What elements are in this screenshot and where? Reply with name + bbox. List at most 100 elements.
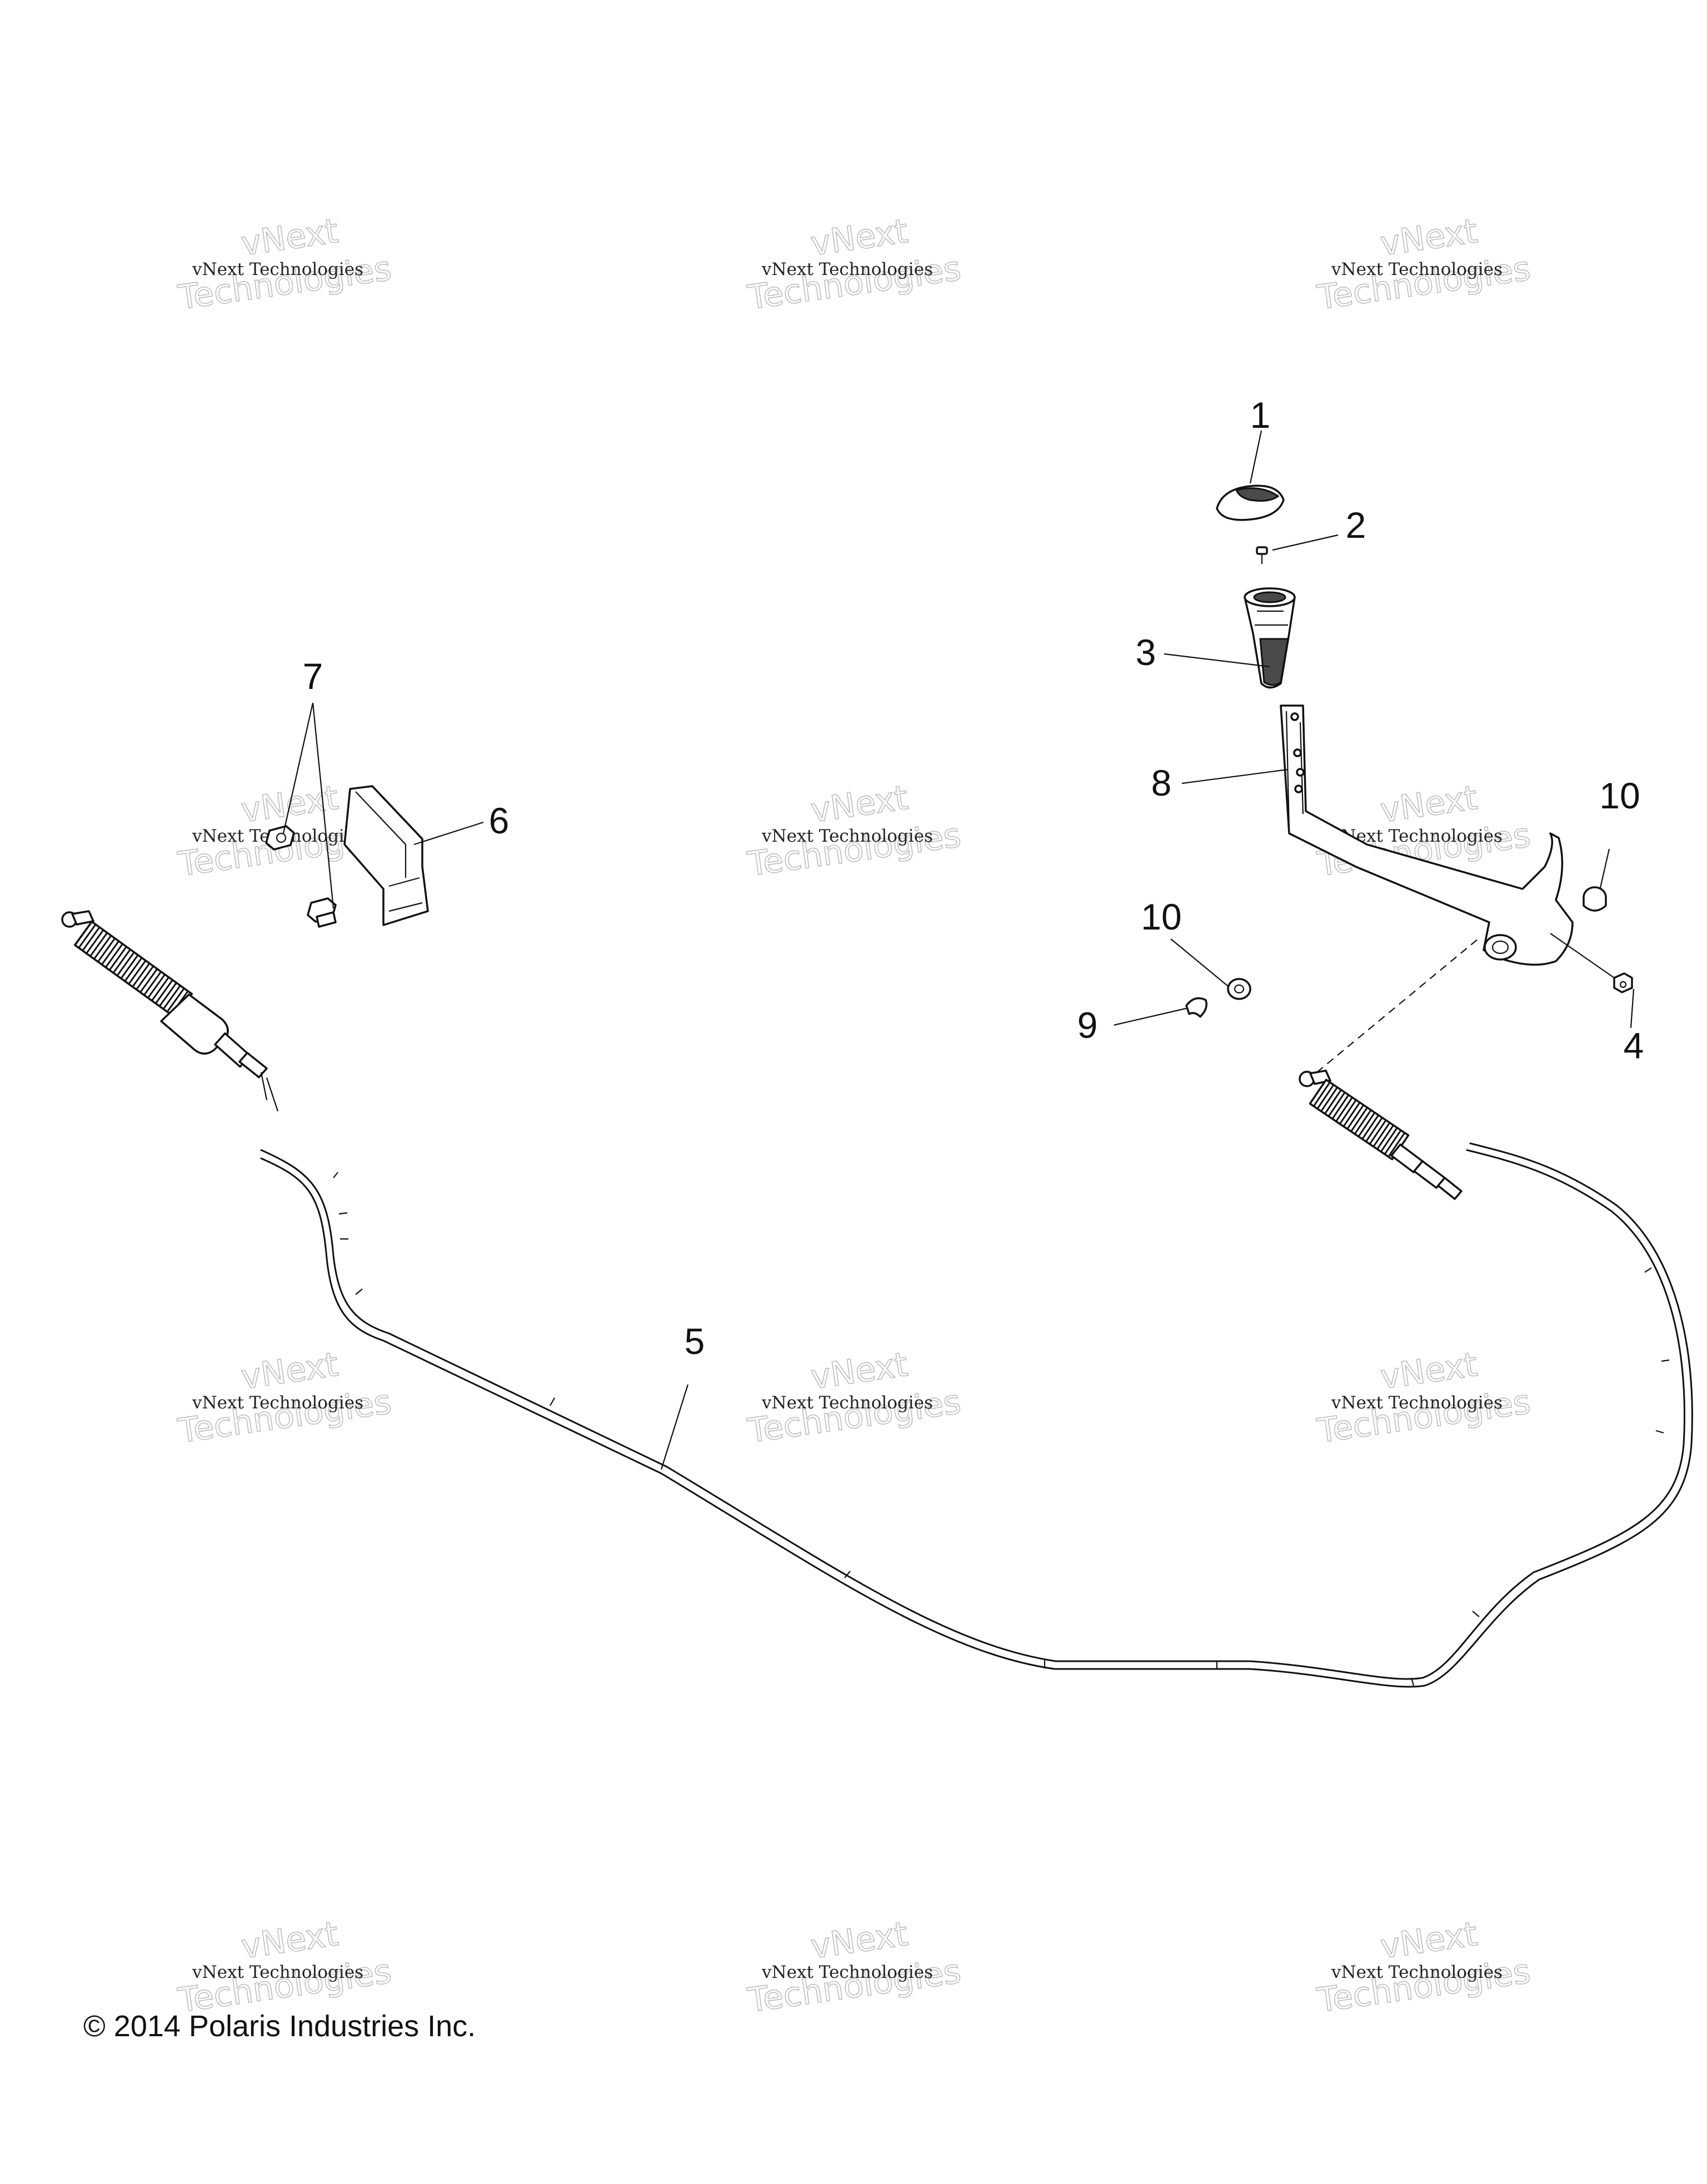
callout-6: 6 <box>489 800 510 841</box>
bushing-part-10-left <box>1227 978 1251 1000</box>
cable-boot-ring <box>139 968 158 993</box>
clip-part-9 <box>1185 997 1207 1018</box>
cable-boot-ring <box>1320 1086 1339 1112</box>
cable-boot-ring <box>1312 1081 1331 1107</box>
screw-part-2 <box>1256 546 1268 564</box>
cable-boot-ring <box>104 943 124 968</box>
bracket-part-6 <box>343 785 429 926</box>
cable-right-end <box>1299 1069 1463 1200</box>
cable-boot-ring <box>108 946 128 971</box>
cable-boot-ring <box>1346 1104 1365 1130</box>
watermark-small-line: vNext Technologies <box>1331 259 1503 279</box>
bushing-part-10-right <box>1583 886 1607 912</box>
cable-boot-ring <box>162 984 181 1010</box>
cable-boot-ring <box>1354 1109 1372 1135</box>
callout-10-right: 10 <box>1599 775 1640 816</box>
callout-1: 1 <box>1250 394 1271 436</box>
shift-cable-part-5 <box>61 910 1693 1688</box>
cable-boot-ring <box>86 929 104 954</box>
watermark-big-line-1: vNext <box>808 1915 910 1967</box>
cable-boot-ring <box>1339 1099 1357 1125</box>
watermark-big-line-1: vNext <box>1378 212 1480 264</box>
watermark-small-line: vNext Technologies <box>192 1962 363 1982</box>
cable-boot-ring <box>1376 1124 1395 1150</box>
cable-boot-ring <box>1384 1129 1402 1155</box>
cable-boot-ring <box>147 973 166 999</box>
cable-boot-ring <box>97 937 116 963</box>
callout-4: 4 <box>1624 1025 1644 1066</box>
watermark-big-line-1: vNext <box>239 1915 341 1967</box>
alignment-line-nut <box>1550 933 1615 978</box>
cable-boot-ring <box>132 962 151 988</box>
watermark-small-line: vNext Technologies <box>192 259 363 279</box>
cable-boot-ring <box>158 982 178 1007</box>
bolt-part-7-a <box>265 825 295 851</box>
cable-boot-ring <box>74 921 93 946</box>
watermark-small-line: vNext Technologies <box>761 826 933 846</box>
watermark-small-line: vNext Technologies <box>192 1393 363 1413</box>
watermark-small-line: vNext Technologies <box>1331 1962 1503 1982</box>
cable-boot-ring <box>1324 1089 1342 1115</box>
watermark-big-line-1: vNext <box>239 1345 341 1397</box>
cable-boot-ring <box>1357 1112 1376 1138</box>
watermark-big-line-1: vNext <box>239 212 341 264</box>
cable-boot-ring <box>1327 1091 1346 1117</box>
bolt-part-7-b <box>307 897 337 928</box>
cable-boot-ring <box>1369 1119 1387 1145</box>
cable-boot-ring <box>1309 1078 1327 1105</box>
callout-9: 9 <box>1077 1004 1098 1046</box>
cable-boot-ring <box>143 971 162 996</box>
callout-8: 8 <box>1151 762 1172 803</box>
cable-boot-ring <box>1342 1101 1361 1127</box>
cable-boot-ring <box>116 951 135 977</box>
cable-boot-ring <box>101 940 120 966</box>
watermark-big-line-1: vNext <box>808 212 910 264</box>
cable-boot-ring <box>1361 1114 1380 1140</box>
cable-boot-ring <box>151 976 170 1002</box>
shift-knob-part-3 <box>1244 587 1296 689</box>
nut-part-4 <box>1613 972 1633 993</box>
cable-boot-ring <box>120 954 139 979</box>
copyright-text: © 2014 Polaris Industries Inc. <box>83 2010 476 2043</box>
cable-boot-ring <box>1387 1132 1406 1158</box>
watermark-big-line-1: vNext <box>808 1345 910 1397</box>
cable-left-end <box>61 910 279 1112</box>
cable-boot-ring <box>128 959 147 985</box>
cable-boot-ring <box>166 987 185 1013</box>
cable-boot-ring <box>78 923 97 949</box>
watermark-small-line: vNext Technologies <box>761 1962 933 1982</box>
watermark-big-line-1: vNext <box>1378 1915 1480 1967</box>
cable-boot-ring <box>1380 1127 1398 1153</box>
cable-boot-ring <box>89 932 108 957</box>
cable-boot-ring <box>1331 1094 1350 1120</box>
alignment-dashed-line <box>1316 938 1479 1073</box>
leader-lines <box>282 430 1635 1470</box>
cable-boot-ring <box>1316 1084 1335 1110</box>
cable-boot-ring <box>112 948 131 974</box>
callout-5: 5 <box>685 1321 705 1362</box>
cable-boot-ring <box>154 979 174 1004</box>
cable-boot-ring <box>1372 1122 1391 1148</box>
cable-boot-ring <box>82 926 101 952</box>
cable-boot-ring <box>124 957 143 982</box>
callout-10-left: 10 <box>1141 896 1181 937</box>
watermark-small-line: vNext Technologies <box>761 1393 933 1413</box>
callout-3: 3 <box>1136 632 1156 673</box>
cable-boot-ring <box>1365 1117 1383 1143</box>
callout-7: 7 <box>303 656 323 697</box>
cable-boot-ring <box>93 934 112 960</box>
knob-cap-part-1 <box>1216 484 1285 521</box>
watermark-big-line-1: vNext <box>808 778 910 831</box>
shift-lever-part-8 <box>1280 704 1574 966</box>
